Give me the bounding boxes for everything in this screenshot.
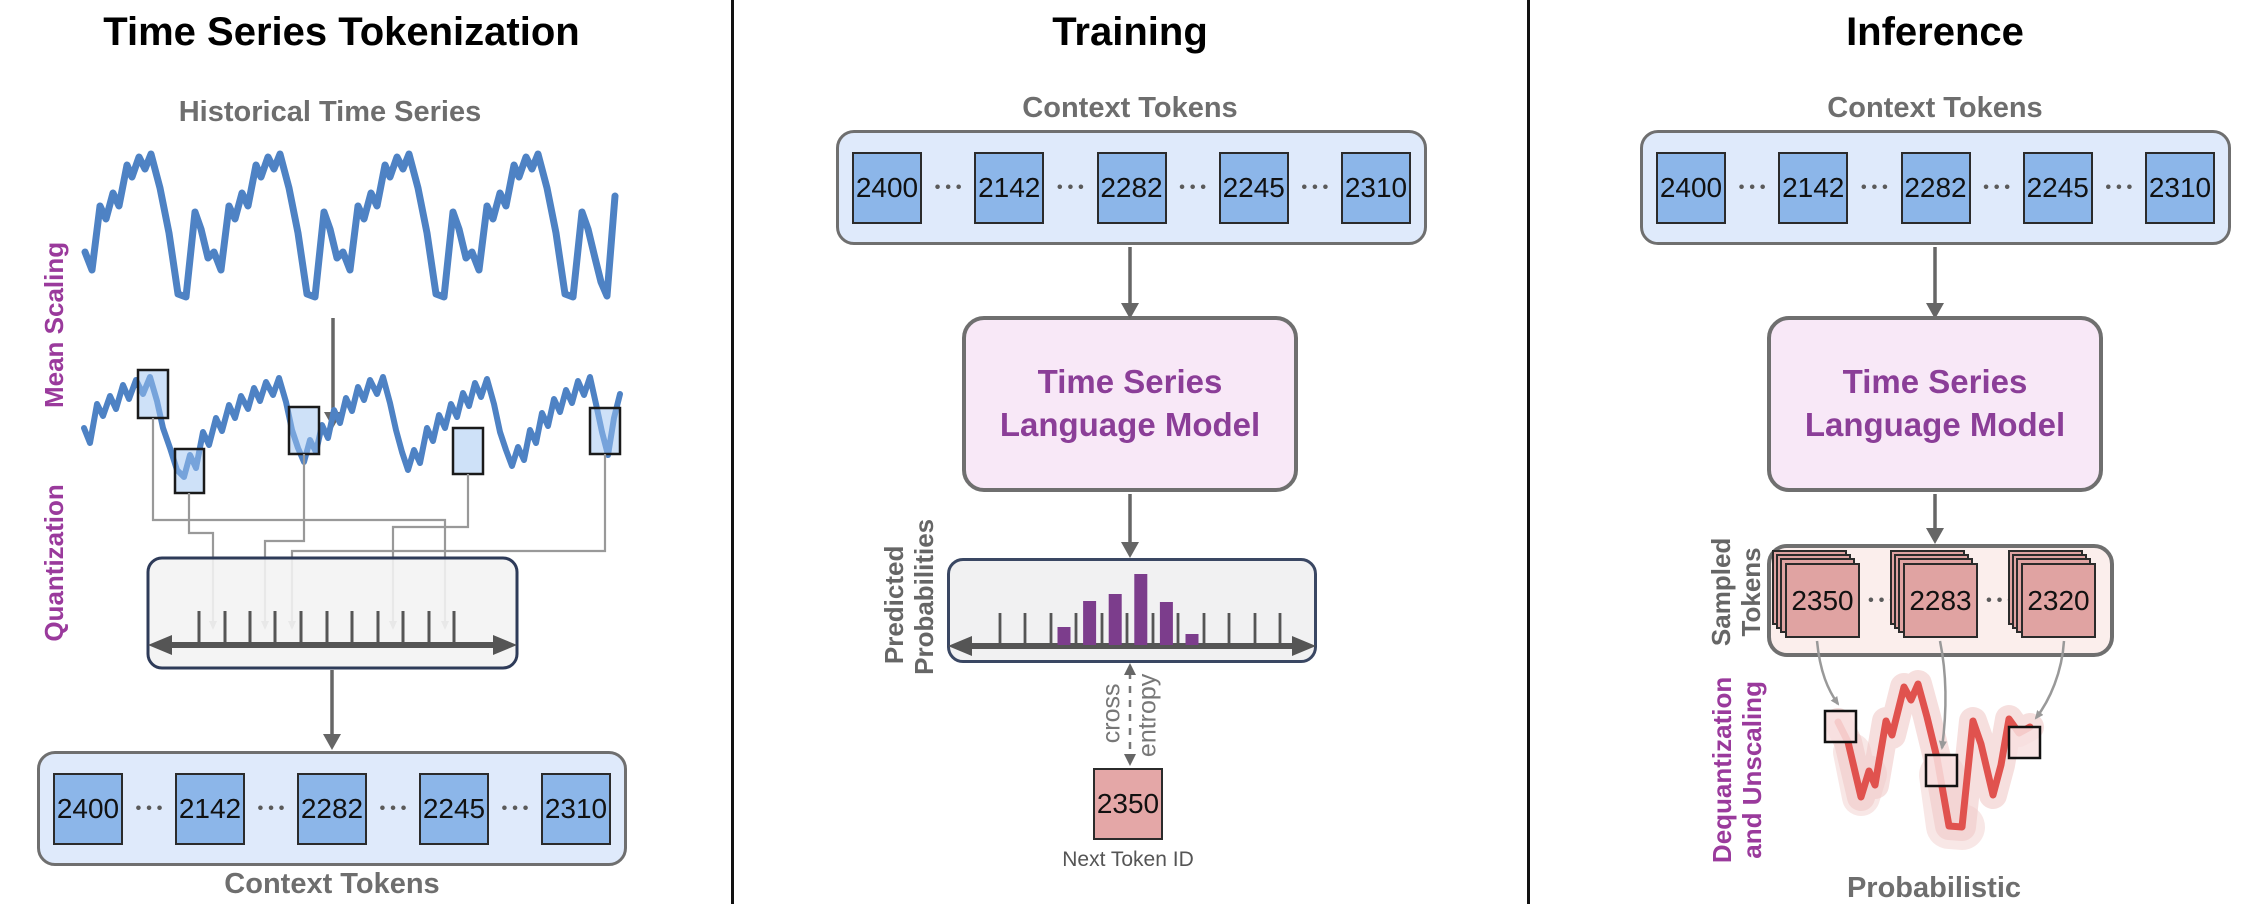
dequantization-label: Dequantization and Unscaling <box>1707 676 1767 864</box>
ellipsis: ••• <box>1301 178 1334 196</box>
ellipsis: ••• <box>1860 178 1893 196</box>
ellipsis: ••• <box>1983 178 2016 196</box>
inference-context-tokens-label: Context Tokens <box>1827 92 2043 124</box>
model-label-line2: Language Model <box>999 406 1261 443</box>
sampled-token-stack: 2350 <box>1772 550 1860 638</box>
token-box: 2400 <box>53 772 123 845</box>
cross-entropy-label-line2: entropy <box>1133 673 1162 758</box>
tokenization-graphics <box>81 150 623 750</box>
inference-arrow-1 <box>1926 247 1944 319</box>
token-box: 2282 <box>1096 151 1167 224</box>
inference-arrow-2 <box>1926 494 1944 544</box>
time-series-language-model-box: Time Series Language Model <box>962 316 1298 492</box>
sampled-tokens-label: Sampled Tokens <box>1706 537 1766 647</box>
ellipsis: ••• <box>1868 591 1900 609</box>
model-label-line1: Time Series <box>1842 363 2028 401</box>
token-box: 2310 <box>2145 151 2215 224</box>
token-box: 2400 <box>1656 151 1726 224</box>
probabilistic-forecast-label: Probabilistic Forecast <box>1846 872 2022 904</box>
ellipsis: ••• <box>135 799 168 817</box>
sampled-token-box: 2350 <box>1785 563 1860 638</box>
quantization-bin-ticks <box>197 611 456 643</box>
ellipsis: ••• <box>501 799 534 817</box>
inference-context-token-row: 2400 ••• 2142 ••• 2282 ••• 2245 ••• 2310 <box>1640 130 2231 245</box>
token-box: 2245 <box>1218 151 1289 224</box>
sampled-token-stack: 2320 <box>2008 550 2096 638</box>
ellipsis: ••• <box>1738 178 1771 196</box>
next-token-box: 2350 <box>1093 768 1163 840</box>
sampled-token-row: 2350 ••• 2283 ••• 2320 <box>1767 544 2114 657</box>
token-box: 2400 <box>852 151 922 224</box>
ellipsis: ••• <box>379 799 412 817</box>
sampled-token-box: 2320 <box>2021 563 2096 638</box>
ellipsis: ••• <box>257 799 290 817</box>
token-box: 2282 <box>297 772 367 845</box>
ellipsis: ••• <box>1056 178 1089 196</box>
token-box: 2142 <box>974 151 1045 224</box>
sampled-token-stack: 2283 <box>1890 550 1978 638</box>
sampled-token-box: 2283 <box>1903 563 1978 638</box>
ellipsis: ••• <box>2105 178 2138 196</box>
next-token-id-label: Next Token ID <box>1062 848 1194 871</box>
inference-panel-title: Inference <box>1846 10 2024 54</box>
tokenization-panel-title: Time Series Tokenization <box>103 10 580 54</box>
ellipsis: ••• <box>1179 178 1212 196</box>
ellipsis: ••• <box>934 178 967 196</box>
training-arrow-1 <box>1121 247 1139 319</box>
forecast-line <box>1834 680 2034 831</box>
token-box: 2142 <box>1778 151 1849 224</box>
cross-entropy-label-line1: cross <box>1097 683 1126 744</box>
predicted-probabilities-box <box>947 558 1317 663</box>
token-to-forecast-arrows <box>1815 640 2066 750</box>
model-label-line2: Language Model <box>1804 406 2066 443</box>
token-box: 2142 <box>175 772 245 845</box>
historical-time-series-line <box>81 150 619 301</box>
ellipsis: ••• <box>1986 591 2018 609</box>
predicted-probabilities-label: Predicted Probabilities <box>879 518 939 675</box>
token-box: 2310 <box>541 772 611 845</box>
time-series-language-model-box: Time Series Language Model <box>1767 316 2103 492</box>
token-box: 2245 <box>2022 151 2093 224</box>
model-label-line1: Time Series <box>1037 363 1223 401</box>
historical-series-label: Historical Time Series <box>178 96 482 128</box>
forecast-uncertainty-band <box>1824 670 2044 850</box>
panel-divider <box>1527 0 1530 904</box>
quantization-box <box>146 556 519 670</box>
training-context-tokens-label: Context Tokens <box>1022 92 1238 124</box>
training-arrow-2 <box>1121 494 1139 558</box>
token-box: 2245 <box>419 772 489 845</box>
training-panel-title: Training <box>1052 10 1208 54</box>
training-context-token-row: 2400 ••• 2142 ••• 2282 ••• 2245 ••• 2310 <box>836 130 1427 245</box>
token-box: 2282 <box>1900 151 1971 224</box>
token-box: 2310 <box>1341 151 1411 224</box>
tokenization-context-tokens-label: Context Tokens <box>224 868 440 900</box>
panel-divider <box>731 0 734 904</box>
tokenization-context-token-row: 2400 ••• 2142 ••• 2282 ••• 2245 ••• 2310 <box>37 751 627 866</box>
tokenization-arrow-2 <box>323 670 341 750</box>
forecast-point-boxes <box>1823 709 2042 788</box>
